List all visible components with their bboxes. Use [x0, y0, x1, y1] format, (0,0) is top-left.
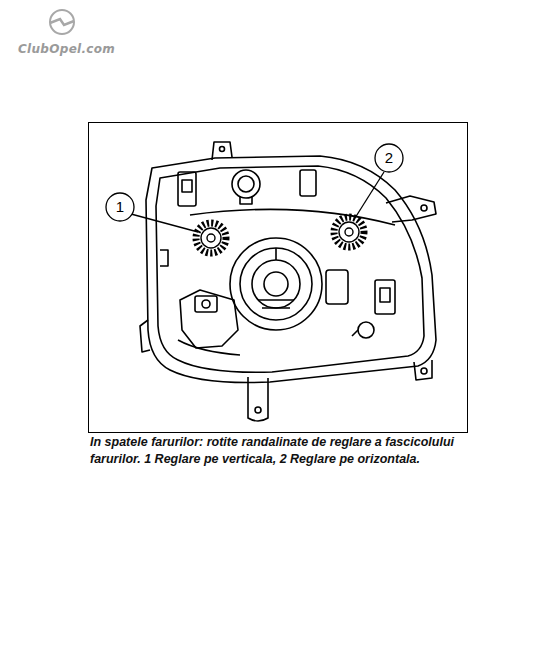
- watermark: ClubOpel.com: [18, 42, 115, 56]
- callout-number: 1: [108, 198, 132, 216]
- figure-caption: In spatele farurilor: rotite randalinate…: [90, 434, 482, 468]
- callout-number: 2: [377, 149, 401, 167]
